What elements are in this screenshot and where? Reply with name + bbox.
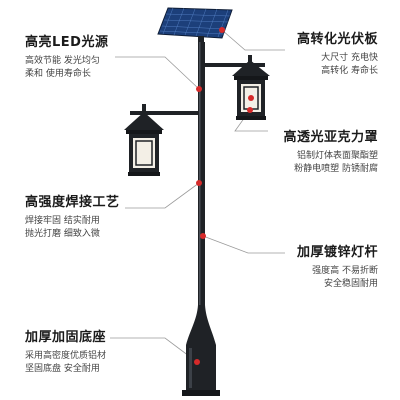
callout-line-base — [110, 337, 198, 363]
marker-dot-solar — [219, 27, 225, 33]
right-lamp — [232, 60, 270, 120]
solar-panel — [157, 7, 233, 44]
feature-weld: 高强度焊接工艺 焊接牢固 结实耐用 抛光打磨 细致入微 — [25, 191, 120, 241]
feature-desc-line: 安全稳固耐用 — [323, 279, 378, 289]
feature-desc-line: 强度高 不易折断 — [312, 266, 378, 276]
feature-desc-line: 焊接牢固 结实耐用 — [25, 216, 100, 226]
feature-title: 高转化光伏板 — [296, 32, 378, 47]
left-arm — [130, 104, 198, 115]
feature-pole: 加厚镀锌灯杆 强度高 不易折断 安全稳固耐用 — [297, 241, 378, 291]
callout-line-solar — [221, 29, 285, 51]
marker-dot-acrylic — [247, 107, 253, 113]
feature-led: 高亮LED光源 高效节能 发光均匀 柔和 使用寿命长 — [25, 31, 108, 81]
feature-desc-line: 高效节能 发光均匀 — [25, 56, 100, 66]
feature-base: 加厚加固底座 采用高密度优质铝材 坚固底盘 安全耐用 — [25, 326, 106, 376]
feature-desc-line: 高转化 寿命长 — [321, 66, 378, 76]
feature-desc-line: 大尺寸 充电快 — [321, 53, 378, 63]
feature-title: 加厚加固底座 — [25, 330, 107, 345]
callout-line-pole — [202, 235, 285, 254]
feature-title: 高强度焊接工艺 — [25, 195, 120, 210]
feature-desc-line: 粉静电喷塑 防锈耐腐 — [294, 164, 378, 174]
left-lamp — [124, 112, 164, 176]
marker-dot-pole — [200, 233, 206, 239]
feature-title: 高透光亚克力罩 — [283, 130, 378, 145]
feature-desc-line: 采用高密度优质铝材 — [25, 351, 107, 361]
feature-desc-line: 铝制灯体表面聚酯塑 — [296, 151, 378, 161]
marker-dot-base — [194, 359, 200, 365]
callout-lines — [110, 29, 285, 363]
marker-dot-led — [196, 86, 202, 92]
feature-acrylic: 高透光亚克力罩 铝制灯体表面聚酯塑 粉静电喷塑 防锈耐腐 — [283, 126, 378, 176]
feature-desc-line: 柔和 使用寿命长 — [25, 69, 91, 79]
lamp-pole — [182, 42, 220, 396]
marker-dots — [194, 27, 253, 365]
feature-solar: 高转化光伏板 大尺寸 充电快 高转化 寿命长 — [297, 28, 378, 78]
callout-line-weld — [125, 182, 200, 209]
feature-desc-line: 坚固底盘 安全耐用 — [25, 364, 100, 374]
feature-title: 高亮LED光源 — [25, 35, 109, 50]
feature-desc-line: 抛光打磨 细致入微 — [25, 229, 100, 239]
marker-dot-weld — [196, 180, 202, 186]
callout-line-led — [115, 56, 200, 90]
feature-title: 加厚镀锌灯杆 — [296, 245, 378, 260]
